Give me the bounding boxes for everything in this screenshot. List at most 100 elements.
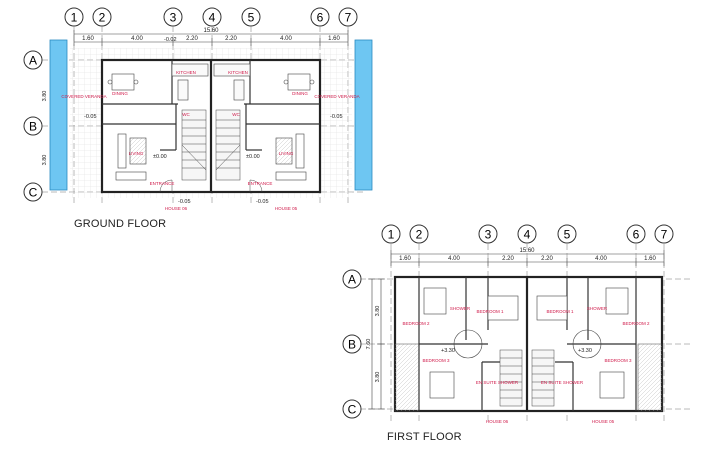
first-row-dims: 7.60 3.80 3.80 — [366, 306, 381, 383]
ground-kitchen-counters — [171, 63, 251, 101]
svg-text:5: 5 — [248, 11, 255, 25]
ground-house-05: HOUSE 05 — [275, 206, 298, 211]
first-grid-row-markers: A B C — [342, 269, 362, 419]
svg-text:6: 6 — [317, 11, 324, 25]
ground-veranda-left: COVERED VERANDA — [61, 94, 106, 99]
svg-text:1: 1 — [388, 228, 395, 242]
svg-text:A: A — [29, 54, 37, 68]
first-grid-col-3: 3 — [478, 224, 498, 244]
ground-house-labels: HOUSE 06 HOUSE 05 — [165, 206, 298, 211]
ground-grid-row-markers: A B C — [23, 50, 43, 202]
ground-seg-3: 2.20 — [186, 36, 198, 42]
svg-text:5: 5 — [564, 228, 571, 242]
first-grid-col-6: 6 — [626, 224, 646, 244]
ground-entrance-right: ENTRANCE — [248, 181, 273, 186]
ground-grid-col-7: 7 — [338, 7, 358, 27]
ground-wc-right: WC — [232, 112, 240, 117]
first-grid-col-2: 2 — [409, 224, 429, 244]
svg-text:1: 1 — [71, 11, 78, 25]
first-beds — [423, 287, 629, 399]
first-row-dim-lines — [368, 278, 385, 410]
first-bedroom1-right: BEDROOM 1 — [546, 309, 574, 314]
first-bedroom1-left: BEDROOM 1 — [476, 309, 504, 314]
ground-pool-right — [354, 39, 373, 191]
ground-living-left: LIVING — [129, 151, 144, 156]
ground-house-06: HOUSE 06 — [165, 206, 188, 211]
first-seg-4: 2.20 — [541, 256, 553, 262]
svg-text:3: 3 — [170, 11, 177, 25]
first-level-left: +3.30 — [441, 348, 455, 354]
ground-seg-2: 4.00 — [131, 36, 143, 42]
first-floor-plan: 1 2 3 4 5 6 7 — [342, 224, 690, 424]
first-dimension-labels: 15.60 1.60 4.00 2.20 2.20 4.00 1.60 — [399, 248, 656, 262]
first-seg-3: 2.20 — [502, 256, 514, 262]
ground-living-right: LIVING — [279, 151, 294, 156]
svg-text:4: 4 — [209, 11, 216, 25]
svg-text:3.80: 3.80 — [42, 91, 48, 102]
first-grid-row-b: B — [342, 334, 362, 354]
first-bedroom2-right: BEDROOM 2 — [622, 321, 650, 326]
ground-seg-5: 4.00 — [280, 36, 292, 42]
first-room-labels: BEDROOM 1 BEDROOM 1 BEDROOM 2 BEDROOM 2 … — [402, 306, 650, 385]
svg-text:7: 7 — [345, 11, 352, 25]
first-ensuite-left: EN SUITE SHOWER — [476, 380, 519, 385]
ground-levels: -0.02 -0.05 -0.05 ±0.00 ±0.00 -0.05 -0.0… — [84, 37, 343, 205]
ground-dining-right: DINING — [292, 91, 308, 96]
svg-text:7: 7 — [661, 228, 668, 242]
first-house-labels: HOUSE 06 HOUSE 05 — [486, 419, 615, 424]
svg-text:B: B — [348, 338, 356, 352]
ground-seg-1: 1.60 — [82, 36, 94, 42]
ground-dimension-labels: 15.60 1.60 4.00 2.20 2.20 4.00 1.60 — [82, 28, 340, 42]
ground-pool-left — [49, 39, 68, 191]
ground-grid-row-b: B — [23, 116, 43, 136]
first-levels: +3.30 +3.30 — [441, 348, 592, 354]
ground-grid-col-4: 4 — [202, 7, 222, 27]
svg-text:3.80: 3.80 — [375, 372, 381, 383]
svg-text:4: 4 — [524, 228, 531, 242]
first-door-swings — [453, 329, 602, 359]
ground-level-left: -0.05 — [84, 114, 97, 120]
first-grid-col-5: 5 — [557, 224, 577, 244]
ground-kitchen-left: KITCHEN — [176, 70, 196, 75]
first-interior-walls — [418, 277, 637, 411]
ground-kitchen-right: KITCHEN — [228, 70, 248, 75]
ground-level-bottom-right: -0.05 — [256, 199, 269, 205]
first-level-right: +3.30 — [578, 348, 592, 354]
ground-level-floor-left: ±0.00 — [153, 154, 167, 160]
ground-grid-col-6: 6 — [310, 7, 330, 27]
svg-text:3.80: 3.80 — [375, 306, 381, 317]
first-floor-caption: FIRST FLOOR — [387, 431, 462, 443]
first-grid-row-a: A — [342, 269, 362, 289]
svg-text:C: C — [29, 186, 38, 200]
first-overall-height: 7.60 — [366, 339, 372, 350]
ground-dining-left: DINING — [112, 91, 128, 96]
first-seg-5: 4.00 — [595, 256, 607, 262]
svg-text:B: B — [29, 120, 37, 134]
first-house-06: HOUSE 06 — [486, 419, 509, 424]
ground-dining-tables — [107, 73, 315, 91]
ground-level-top: -0.02 — [164, 37, 177, 43]
ground-grid-row-a: A — [23, 50, 43, 70]
ground-doors — [159, 179, 263, 193]
ground-level-bottom-left: -0.05 — [178, 199, 191, 205]
ground-grid-col-2: 2 — [92, 7, 112, 27]
first-bedroom2-left: BEDROOM 2 — [402, 321, 430, 326]
ground-entrance-left: ENTRANCE — [150, 181, 175, 186]
first-house-05: HOUSE 05 — [592, 419, 615, 424]
ground-seg-6: 1.60 — [328, 36, 340, 42]
ground-overall-width: 15.60 — [203, 28, 219, 34]
first-shower-left: SHOWER — [450, 306, 471, 311]
ground-interior-walls — [102, 60, 320, 151]
first-grid-col-4: 4 — [517, 224, 537, 244]
ground-grid-col-5: 5 — [241, 7, 261, 27]
svg-text:2: 2 — [99, 11, 106, 25]
ground-room-labels: KITCHEN KITCHEN DINING DINING COVERED VE… — [61, 70, 359, 186]
svg-text:6: 6 — [633, 228, 640, 242]
svg-text:3: 3 — [485, 228, 492, 242]
svg-text:2: 2 — [416, 228, 423, 242]
ground-floor-plan: 1 2 3 4 5 6 7 — [23, 7, 373, 211]
first-shower-right: SHOWER — [587, 306, 608, 311]
first-bedroom3-right: BEDROOM 3 — [604, 358, 632, 363]
ground-floor-caption: GROUND FLOOR — [74, 218, 167, 230]
